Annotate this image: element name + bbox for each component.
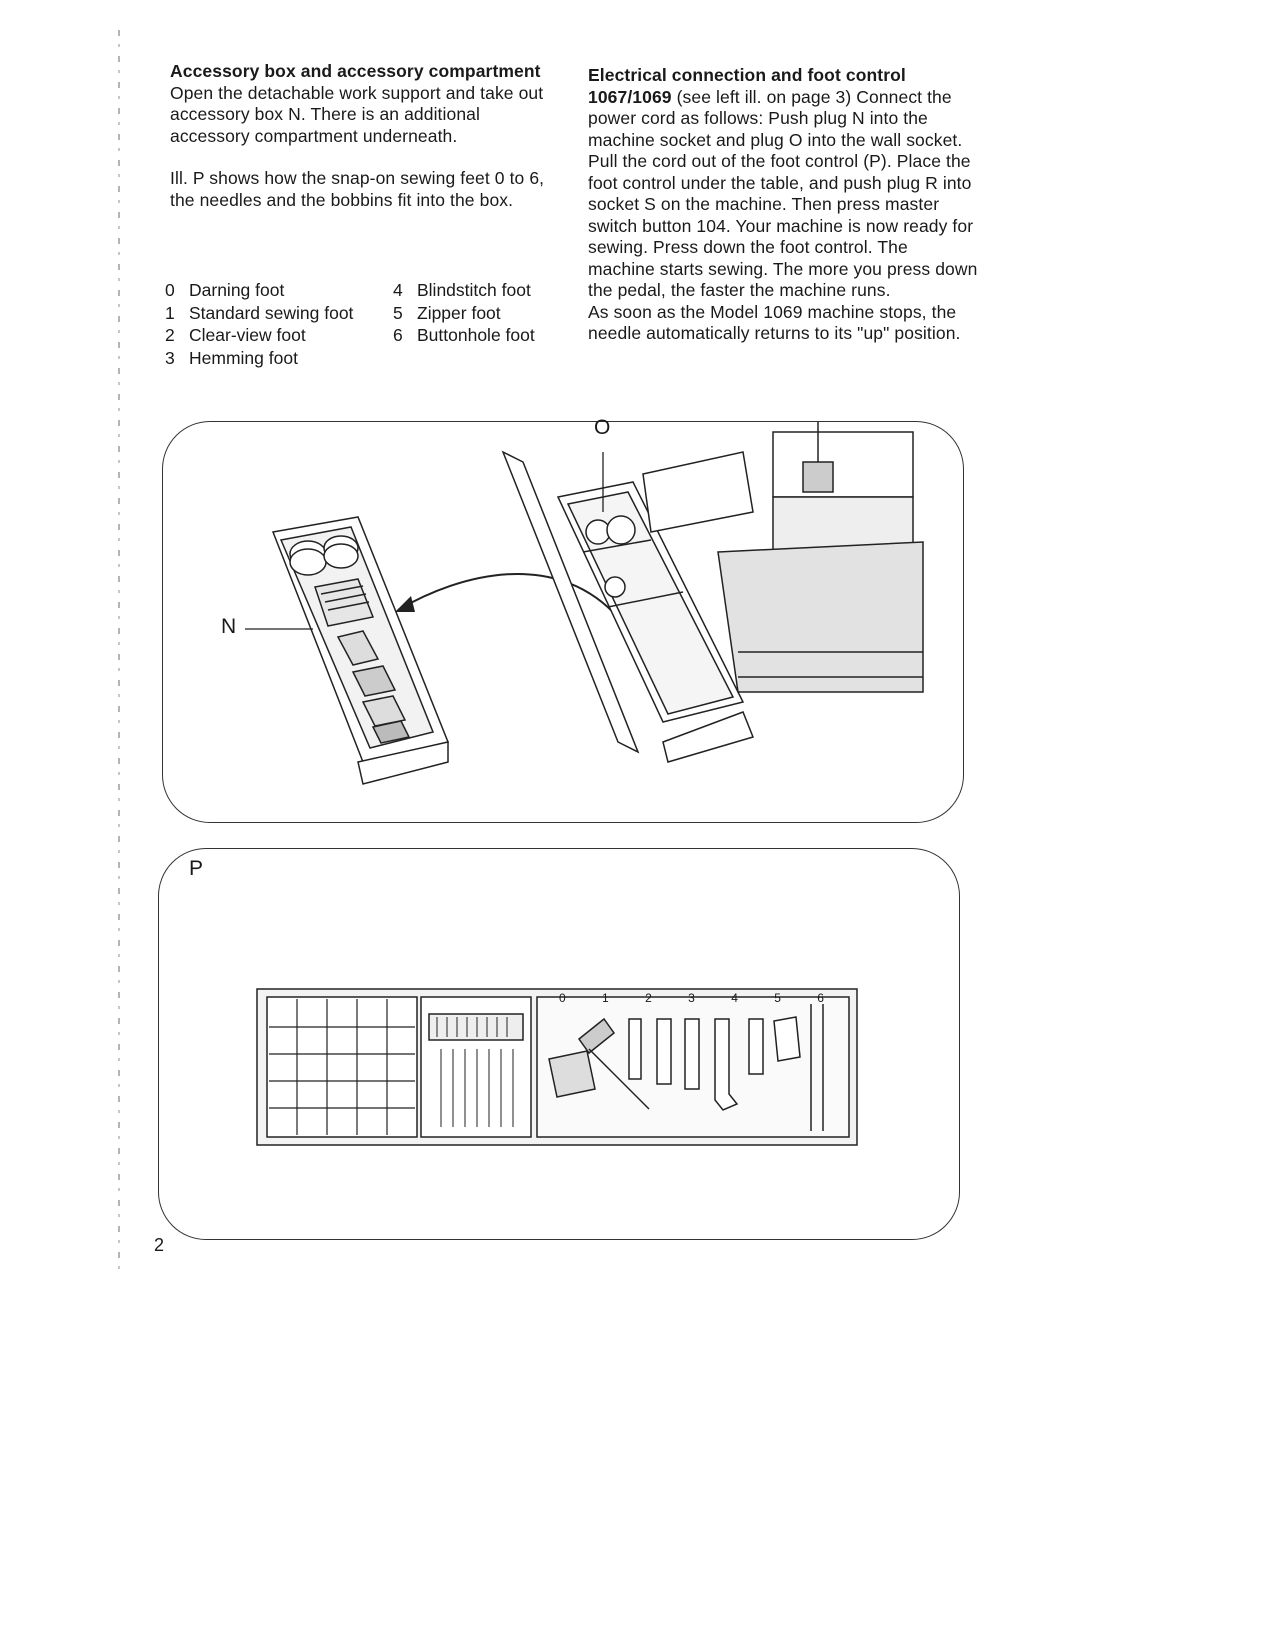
accessory-paragraph-1: Open the detachable work support and tak…: [170, 82, 544, 146]
scan-edge: [118, 30, 120, 1270]
presser-foot: [802, 461, 834, 493]
page-number: 2: [154, 1235, 165, 1255]
accessory-heading: Accessory box and accessory compartment: [170, 61, 541, 81]
zipper-foot: [748, 1018, 764, 1075]
sewing-foot: [371, 720, 411, 744]
foot-number: 4: [731, 991, 738, 1005]
foot-number: 2: [645, 991, 652, 1005]
accessory-item: [604, 576, 626, 598]
machine-base: [717, 541, 924, 693]
accessory-paragraph-2: Ill. P shows how the snap-on sewing feet…: [170, 168, 545, 210]
machine-free-arm: [642, 451, 754, 533]
clear-view-foot: [656, 1018, 672, 1085]
foot-number-row: 0 1 2 3 4 5 6: [559, 991, 824, 1005]
sewing-foot: [336, 630, 380, 666]
sewing-foot: [351, 665, 397, 697]
arrow-head: [395, 596, 415, 612]
electrical-section: Electrical connection and foot control 1…: [588, 65, 978, 345]
buttonhole-foot: [773, 1016, 801, 1062]
foot-number: 0: [559, 991, 566, 1005]
illustration-accessory-layout: P 0 1 2 3 4 5 6: [158, 848, 960, 1240]
foot-number: 1: [602, 991, 609, 1005]
hemming-foot: [684, 1018, 700, 1090]
foot-number: 3: [688, 991, 695, 1005]
standard-foot: [628, 1018, 642, 1080]
electrical-note: As soon as the Model 1069 machine stops,…: [588, 301, 961, 344]
accessory-item: [606, 515, 636, 545]
label-p: P: [189, 857, 204, 880]
removal-arrow: [397, 572, 614, 613]
model-number: 1067/1069: [588, 86, 672, 107]
darning-foot: [548, 1050, 596, 1098]
bobbin-compartment: [266, 996, 418, 1138]
electrical-heading: Electrical connection and foot control: [588, 65, 906, 85]
accessory-layout-drawing: [256, 988, 858, 1146]
illustration-accessory-box: N O: [162, 416, 964, 823]
work-support: [501, 450, 640, 754]
label-o: O: [594, 416, 611, 439]
accessory-section: Accessory box and accessory compartment …: [170, 61, 550, 211]
reference: (see left ill. on page 3): [676, 86, 852, 107]
sewing-foot: [361, 695, 407, 727]
machine-head: [772, 431, 914, 498]
blindstitch-foot: [714, 1018, 739, 1111]
electrical-paragraph: 1067/1069 (see left ill. on page 3) Conn…: [588, 87, 978, 302]
label-n: N: [221, 615, 237, 638]
foot-number: 6: [817, 991, 824, 1005]
electrical-body: Connect the power cord as follows: Push …: [588, 86, 978, 301]
foot-number: 5: [774, 991, 781, 1005]
accessory-box-drawing: [245, 422, 924, 785]
